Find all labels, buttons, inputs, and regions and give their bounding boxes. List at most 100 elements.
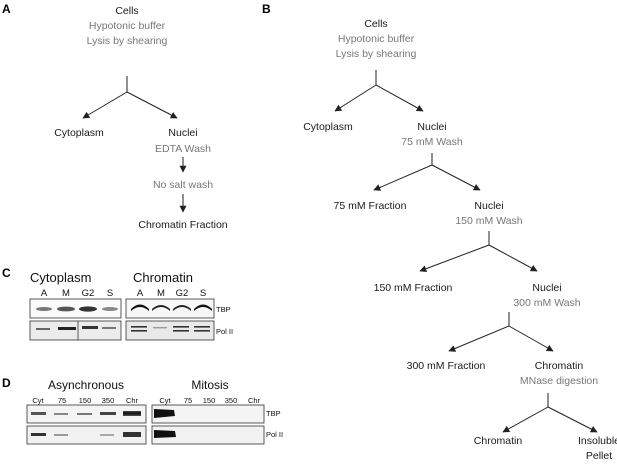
panel-b-mnase: MNase digestion (520, 375, 598, 387)
band (154, 430, 176, 438)
panel-d-lane-label: Chr (126, 396, 139, 405)
panel-c-lane-label: A (41, 288, 48, 299)
panel-c-lane-label: M (157, 288, 165, 299)
panel-d: D Asynchronous Mitosis Cyt 75 150 350 Ch… (2, 376, 283, 445)
band (153, 327, 167, 329)
panel-b-final-chromatin: Chromatin (474, 435, 523, 447)
band (131, 304, 149, 311)
panel-c-lane-label: G2 (176, 288, 189, 299)
band (79, 306, 97, 312)
panel-c-lane-label: A (137, 288, 144, 299)
band (131, 330, 147, 332)
panel-c-lane-label: S (107, 288, 113, 299)
panel-b-arrow-3-right (488, 244, 538, 272)
band (100, 412, 116, 415)
panel-b-arrow-2-left (373, 164, 433, 191)
panel-b-arrow-5-left (502, 406, 549, 433)
panel-b-start-sub1: Hypotonic buffer (338, 33, 415, 45)
panel-b-fraction-75: 75 mM Fraction (334, 200, 407, 212)
panel-d-lane-label: 150 (79, 396, 92, 405)
panel-d-lane-label: Cyt (32, 396, 44, 405)
blot-c-chr-tbp (125, 298, 215, 319)
panel-a: A Cells Hypotonic buffer Lysis by sheari… (2, 2, 228, 231)
blot-c-cyt-pol2 (29, 320, 122, 341)
band (131, 326, 147, 328)
panel-d-header-mitosis: Mitosis (191, 378, 228, 392)
panel-c-row-tbp: TBP (216, 305, 231, 314)
band (31, 433, 46, 436)
band (173, 330, 189, 332)
band (54, 434, 68, 436)
panel-d-lane-label: 350 (225, 396, 238, 405)
band (57, 306, 75, 312)
panel-d-letter: D (2, 376, 11, 390)
band (58, 327, 76, 330)
band (123, 411, 141, 416)
panel-d-header-async: Asynchronous (48, 378, 124, 392)
panel-b-fraction-300: 300 mM Fraction (407, 360, 486, 372)
band (154, 409, 175, 418)
panel-d-lane-label: 75 (184, 396, 192, 405)
band (100, 434, 114, 436)
band (31, 412, 46, 415)
band (173, 326, 189, 328)
band (173, 305, 191, 311)
panel-b-arrow-2-right (431, 164, 481, 191)
panel-c-lane-label: M (62, 288, 70, 299)
panel-d-lane-label: 150 (203, 396, 216, 405)
panel-d-lane-label: Chr (248, 396, 261, 405)
panel-c: C Cytoplasm Chromatin A M G2 S A M G2 S … (2, 266, 233, 341)
panel-d-row-tbp: TBP (266, 409, 281, 418)
panel-b-arrow-4-right (508, 325, 554, 352)
panel-d-row-pol2: Pol II (266, 430, 283, 439)
band (54, 413, 68, 415)
band (194, 326, 210, 328)
panel-b: B Cells Hypotonic buffer Lysis by sheari… (262, 2, 617, 462)
panel-a-arrow-left (82, 91, 128, 119)
panel-a-start-sub1: Hypotonic buffer (89, 20, 166, 32)
blot-c-chr-pol2 (125, 320, 215, 341)
panel-c-row-pol2: Pol II (216, 327, 233, 336)
panel-b-arrow-3-left (419, 244, 490, 273)
panel-c-header-cytoplasm: Cytoplasm (30, 270, 91, 285)
band (77, 413, 92, 415)
panel-b-cytoplasm: Cytoplasm (303, 121, 353, 133)
panel-b-nuclei-3: Nuclei (532, 282, 561, 294)
panel-b-pellet: Pellet (586, 450, 612, 462)
panel-a-nosalt: No salt wash (153, 179, 213, 191)
band (36, 328, 50, 330)
blot-d-mitosis-pol2 (151, 425, 265, 445)
band (102, 327, 116, 329)
band (194, 304, 212, 311)
panel-a-letter: A (2, 2, 11, 16)
panel-b-chromatin: Chromatin (535, 360, 584, 372)
panel-b-arrow-1-left (334, 84, 377, 112)
blot-d-async-pol2 (26, 425, 147, 445)
band (152, 305, 170, 311)
panel-b-letter: B (262, 2, 271, 16)
panel-a-cytoplasm: Cytoplasm (54, 127, 104, 139)
panel-b-arrow-1-right (375, 84, 424, 112)
panel-b-start-sub2: Lysis by shearing (336, 48, 417, 60)
panel-b-insoluble: Insoluble (578, 435, 617, 447)
panel-b-wash-150: 150 mM Wash (455, 215, 522, 227)
panel-d-lane-label: Cyt (159, 396, 171, 405)
panel-a-edta: EDTA Wash (155, 143, 211, 155)
panel-b-wash-75: 75 mM Wash (401, 136, 463, 148)
panel-b-start-title: Cells (364, 18, 387, 30)
panel-c-header-chromatin: Chromatin (133, 270, 193, 285)
panel-b-arrow-5-right (547, 406, 598, 433)
panel-b-fraction-150: 150 mM Fraction (374, 282, 453, 294)
panel-c-letter: C (2, 266, 11, 280)
blot-c-cyt-tbp (29, 298, 122, 319)
panel-b-wash-300: 300 mM Wash (513, 297, 580, 309)
panel-d-lane-label: 350 (102, 396, 115, 405)
band (194, 330, 210, 332)
panel-b-nuclei-2: Nuclei (474, 200, 503, 212)
panel-a-arrow-right (126, 91, 178, 119)
panel-c-lane-label: G2 (82, 288, 95, 299)
blot-d-mitosis-tbp (151, 404, 265, 424)
band (102, 307, 118, 311)
band (123, 432, 141, 437)
